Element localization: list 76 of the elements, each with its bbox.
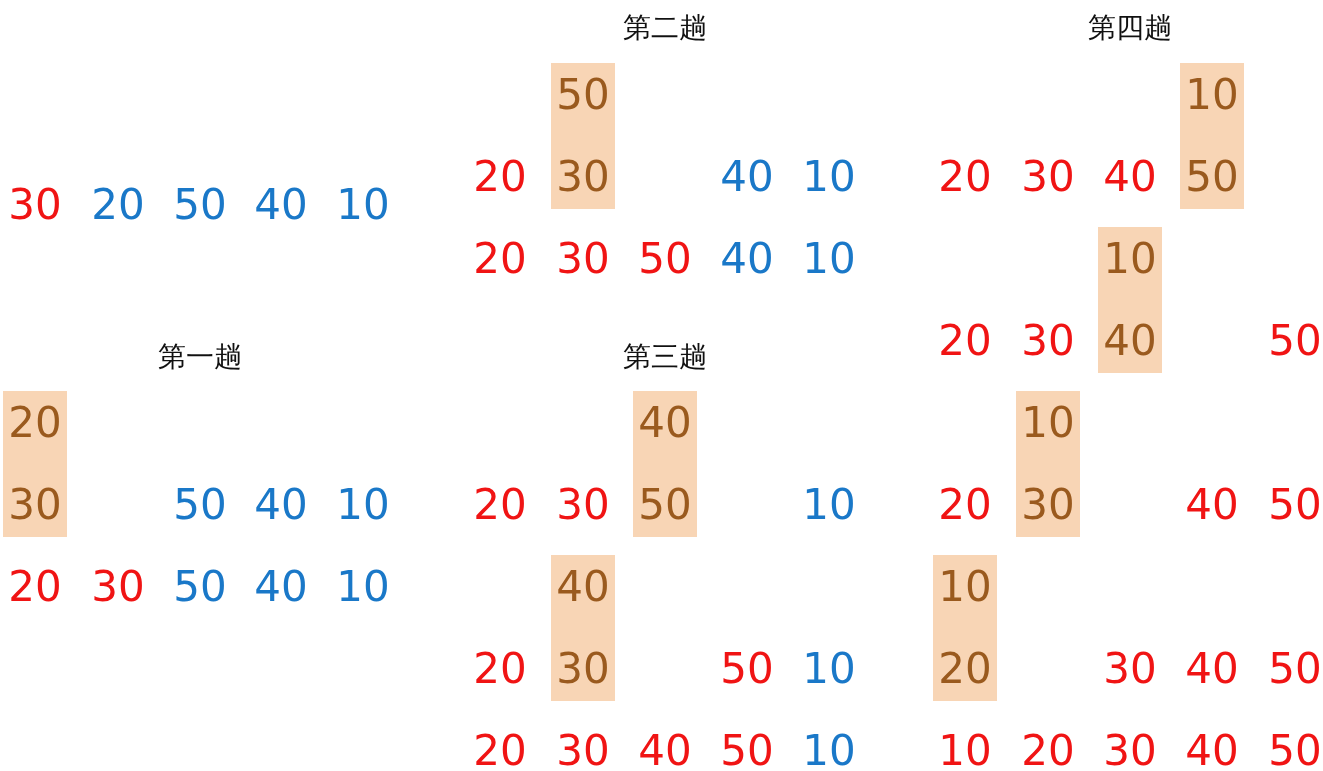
highlight-box: [551, 63, 615, 209]
number: 50: [1268, 484, 1322, 526]
highlight-box: [1098, 227, 1162, 373]
number: 50: [173, 184, 227, 226]
number: 40: [1102, 320, 1158, 362]
number: 30: [555, 156, 611, 198]
number: 20: [938, 156, 992, 198]
highlight-box: [1180, 63, 1244, 209]
number: 40: [1185, 484, 1239, 526]
number: 10: [802, 238, 856, 280]
number: 10: [336, 184, 390, 226]
highlight-box: [633, 391, 697, 537]
number: 20: [938, 320, 992, 362]
number: 40: [555, 566, 611, 608]
number: 50: [555, 74, 611, 116]
number: 10: [938, 730, 992, 771]
number: 10: [802, 156, 856, 198]
number: 40: [720, 156, 774, 198]
number: 50: [1268, 648, 1322, 690]
number: 40: [720, 238, 774, 280]
number: 10: [802, 484, 856, 526]
number: 20: [8, 566, 62, 608]
number: 40: [638, 730, 692, 771]
number: 10: [937, 566, 993, 608]
number: 30: [556, 238, 610, 280]
pass-title: 第四趟: [1088, 14, 1172, 42]
number: 40: [1103, 156, 1157, 198]
number: 20: [7, 402, 63, 444]
number: 50: [1268, 320, 1322, 362]
highlight-box: [3, 391, 67, 537]
number: 20: [473, 156, 527, 198]
number: 30: [7, 484, 63, 526]
number: 30: [1021, 320, 1075, 362]
number: 50: [173, 566, 227, 608]
highlight-box: [933, 555, 997, 701]
highlight-box: [551, 555, 615, 701]
number: 30: [91, 566, 145, 608]
number: 50: [720, 648, 774, 690]
number: 40: [637, 402, 693, 444]
number: 20: [1021, 730, 1075, 771]
number: 20: [937, 648, 993, 690]
number: 20: [938, 484, 992, 526]
pass-title: 第二趟: [623, 14, 707, 42]
number: 40: [254, 484, 308, 526]
number: 20: [473, 484, 527, 526]
number: 10: [336, 484, 390, 526]
number: 30: [556, 730, 610, 771]
number: 30: [1021, 156, 1075, 198]
number: 20: [473, 238, 527, 280]
number: 10: [1020, 402, 1076, 444]
number: 40: [254, 184, 308, 226]
number: 30: [556, 484, 610, 526]
number: 30: [1103, 730, 1157, 771]
number: 30: [8, 184, 62, 226]
number: 20: [91, 184, 145, 226]
number: 10: [336, 566, 390, 608]
number: 50: [173, 484, 227, 526]
pass-title: 第一趟: [158, 343, 242, 371]
number: 50: [720, 730, 774, 771]
number: 50: [1184, 156, 1240, 198]
number: 30: [1103, 648, 1157, 690]
number: 40: [1185, 730, 1239, 771]
number: 20: [473, 648, 527, 690]
number: 10: [1102, 238, 1158, 280]
number: 20: [473, 730, 527, 771]
number: 30: [1020, 484, 1076, 526]
number: 30: [555, 648, 611, 690]
number: 40: [1185, 648, 1239, 690]
number: 40: [254, 566, 308, 608]
number: 10: [1184, 74, 1240, 116]
number: 10: [802, 648, 856, 690]
number: 10: [802, 730, 856, 771]
number: 50: [638, 238, 692, 280]
number: 50: [637, 484, 693, 526]
number: 50: [1268, 730, 1322, 771]
highlight-box: [1016, 391, 1080, 537]
